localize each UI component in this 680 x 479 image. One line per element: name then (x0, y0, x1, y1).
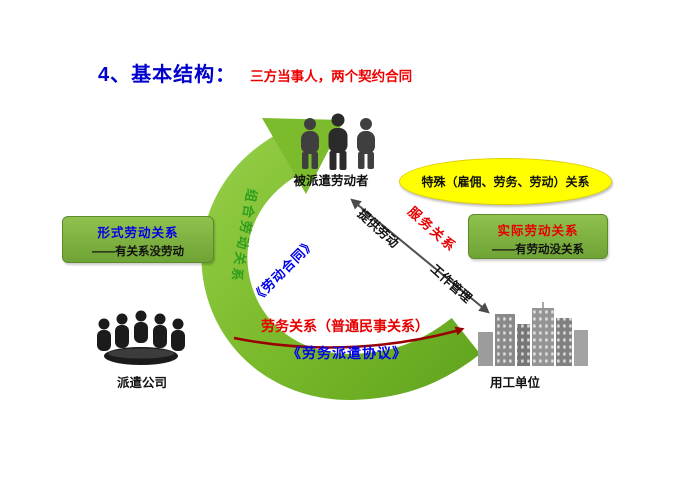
meeting-icon (97, 310, 185, 365)
city-icon (478, 302, 588, 366)
dispatch-agreement-text: 《劳务派遣协议》 (287, 345, 407, 361)
civil-relation-text: 劳务关系（普通民事关系） (261, 318, 429, 334)
double-arrow (350, 198, 490, 314)
worker-node-label: 被派遣劳动者 (293, 174, 369, 188)
formal-relation-note: ——有关系没劳动 (92, 246, 184, 258)
company-node-label: 派遣公司 (116, 376, 167, 390)
special-relation-callout: 特殊（雇佣、劳务、劳动）关系 (399, 158, 612, 205)
actual-relation-note: ——有劳动没关系 (492, 244, 584, 256)
actual-relation-box: 实际劳动关系 ——有劳动没关系 (468, 214, 608, 259)
slide-subtitle: 三方当事人，两个契约合同 (250, 69, 413, 84)
special-relation-text: 特殊（雇佣、劳务、劳动）关系 (421, 175, 590, 189)
red-curve-arrow (233, 326, 465, 349)
formal-relation-box: 形式劳动关系 ——有关系没劳动 (62, 216, 214, 263)
formal-relation-title: 形式劳动关系 (97, 226, 179, 240)
actual-relation-title: 实际劳动关系 (497, 224, 579, 238)
workers-icon (301, 113, 375, 170)
slide-title: 4、基本结构： (98, 64, 237, 86)
employer-node-label: 用工单位 (489, 376, 540, 390)
title-row: 4、基本结构： 三方当事人，两个契约合同 (98, 58, 412, 87)
